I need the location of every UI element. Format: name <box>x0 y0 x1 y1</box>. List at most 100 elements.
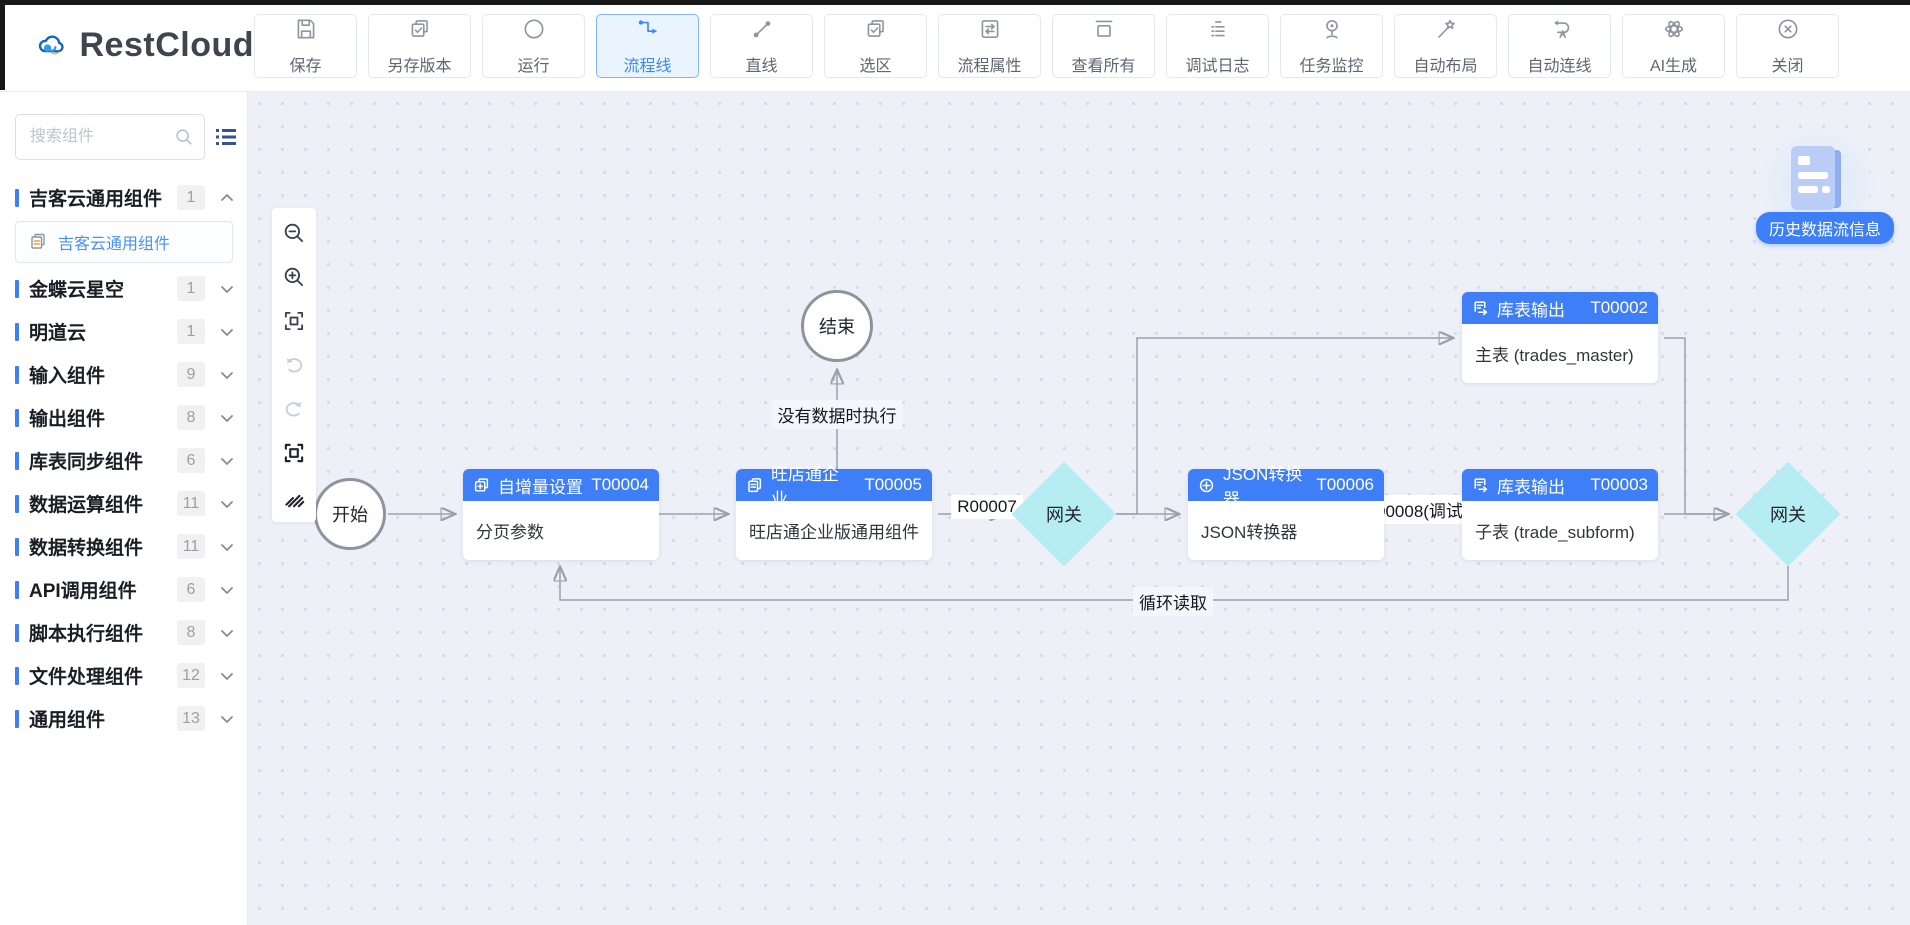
node-id: T00002 <box>1590 298 1648 317</box>
node-t00002-table-output-master[interactable]: 库表输出 T00002 主表 (trades_master) <box>1462 292 1658 383</box>
straight-line-button[interactable]: 直线 <box>710 13 813 78</box>
category-count-badge: 1 <box>177 185 205 210</box>
search-icon <box>176 129 192 145</box>
flow-properties-button[interactable]: 流程属性 <box>938 13 1041 78</box>
search-box <box>15 114 205 160</box>
view-all-button[interactable]: 查看所有 <box>1052 13 1155 78</box>
category-count-badge: 8 <box>177 620 205 645</box>
category-accent-bar <box>15 494 19 513</box>
category-accent-bar <box>15 322 19 341</box>
zoom-out-icon[interactable] <box>277 216 311 250</box>
sidebar-category-kingdee[interactable]: 金蝶云星空 1 <box>0 267 247 310</box>
sidebar-category-input[interactable]: 输入组件 9 <box>0 353 247 396</box>
node-body: 分页参数 <box>476 523 544 542</box>
node-t00003-table-output-sub[interactable]: 库表输出 T00003 子表 (trade_subform) <box>1462 469 1658 560</box>
category-count-badge: 1 <box>177 319 205 344</box>
node-id: T00005 <box>864 475 922 494</box>
category-count-badge: 9 <box>177 362 205 387</box>
chevron-up-icon <box>219 190 235 206</box>
restcloud-logo-icon <box>38 34 64 55</box>
sidebar-search-row <box>0 114 247 160</box>
task-monitor-button[interactable]: 任务监控 <box>1280 13 1383 78</box>
debug-log-button[interactable]: 调试日志 <box>1166 13 1269 78</box>
sidebar: 吉客云通用组件 1 吉客云通用组件 金蝶云星空 1 明道云 1 输入组件 9 <box>0 92 248 925</box>
sidebar-category-output[interactable]: 输出组件 8 <box>0 396 247 439</box>
document-icon <box>748 477 762 492</box>
start-node[interactable]: 开始 <box>314 478 386 550</box>
category-count-badge: 6 <box>177 577 205 602</box>
node-body: 子表 (trade_subform) <box>1475 523 1635 542</box>
run-button[interactable]: 运行 <box>482 13 585 78</box>
flow-line-button[interactable]: 流程线 <box>596 13 699 78</box>
redo-icon[interactable] <box>277 392 311 426</box>
category-count-badge: 6 <box>177 448 205 473</box>
component-item-jikeyun-common[interactable]: 吉客云通用组件 <box>15 221 233 263</box>
category-count-badge: 13 <box>177 706 205 731</box>
gateway-node-1[interactable]: 网关 <box>1011 461 1117 567</box>
task-monitor-icon <box>1319 16 1345 47</box>
sidebar-category-table-sync[interactable]: 库表同步组件 6 <box>0 439 247 482</box>
category-count-badge: 11 <box>177 534 205 559</box>
save-icon <box>293 16 319 47</box>
table-output-icon <box>1474 477 1488 492</box>
component-list-icon[interactable] <box>213 122 239 152</box>
fit-view-icon[interactable] <box>277 304 311 338</box>
sidebar-category-api-call[interactable]: API调用组件 6 <box>0 568 247 611</box>
window-top-edge <box>0 0 1910 5</box>
increment-icon <box>474 477 489 492</box>
sidebar-category-jikeyun-common[interactable]: 吉客云通用组件 1 <box>0 176 247 219</box>
gateway-node-2[interactable]: 网关 <box>1735 461 1841 567</box>
category-accent-bar <box>15 537 19 556</box>
node-title: JSON转换器 <box>1223 465 1303 509</box>
save-button[interactable]: 保存 <box>254 13 357 78</box>
close-button[interactable]: 关闭 <box>1736 13 1839 78</box>
category-accent-bar <box>15 623 19 642</box>
node-t00005-wangdiantong[interactable]: 旺店通企业... T00005 旺店通企业版通用组件 <box>736 465 932 560</box>
ai-generate-icon <box>1661 16 1687 47</box>
auto-layout-button[interactable]: 自动布局 <box>1394 13 1497 78</box>
flow-line-icon <box>635 16 661 47</box>
save-version-button[interactable]: 另存版本 <box>368 13 471 78</box>
select-region-icon[interactable] <box>277 436 311 470</box>
sidebar-category-common[interactable]: 通用组件 13 <box>0 697 247 740</box>
run-icon <box>521 16 547 47</box>
selection-button[interactable]: 选区 <box>824 13 927 78</box>
chevron-down-icon <box>219 410 235 426</box>
sidebar-category-mingdao[interactable]: 明道云 1 <box>0 310 247 353</box>
json-icon <box>1199 478 1214 492</box>
auto-layout-icon <box>1433 16 1459 47</box>
category-accent-bar <box>15 365 19 384</box>
edge-label-loop: 循环读取 <box>1133 587 1213 616</box>
chevron-down-icon <box>219 367 235 383</box>
search-input[interactable] <box>15 114 205 160</box>
sidebar-category-data-compute[interactable]: 数据运算组件 11 <box>0 482 247 525</box>
view-all-icon <box>1091 16 1117 47</box>
category-accent-bar <box>15 279 19 298</box>
undo-icon[interactable] <box>277 348 311 382</box>
canvas-toolbar <box>272 208 316 522</box>
node-t00004-increment-setting[interactable]: 自增量设置 T00004 分页参数 <box>463 469 659 560</box>
chevron-down-icon <box>219 711 235 727</box>
node-title: 库表输出 <box>1497 300 1565 320</box>
top-toolbar: 保存 另存版本 运行 流程线 直线 选区 流程属性 查看所有 <box>254 13 1839 78</box>
auto-connect-button[interactable]: 自动连线 <box>1508 13 1611 78</box>
end-node[interactable]: 结束 <box>801 290 873 362</box>
chevron-down-icon <box>219 281 235 297</box>
node-body: JSON转换器 <box>1201 523 1298 542</box>
chevron-down-icon <box>219 496 235 512</box>
history-dataflow-button[interactable]: 历史数据流信息 <box>1756 212 1895 244</box>
node-body: 旺店通企业版通用组件 <box>749 523 919 542</box>
chevron-down-icon <box>219 453 235 469</box>
node-t00006-json-converter[interactable]: JSON转换器 T00006 JSON转换器 <box>1188 465 1384 560</box>
category-accent-bar <box>15 188 19 207</box>
flow-canvas[interactable]: 没有数据时执行 R00007 00008(调试 循环读取 开始 结束 自增量设置… <box>248 92 1910 925</box>
zoom-in-icon[interactable] <box>277 260 311 294</box>
component-doc-icon <box>31 233 45 249</box>
sidebar-category-data-transform[interactable]: 数据转换组件 11 <box>0 525 247 568</box>
sidebar-category-script-exec[interactable]: 脚本执行组件 8 <box>0 611 247 654</box>
auto-connect-icon <box>1547 16 1573 47</box>
chevron-down-icon <box>219 625 235 641</box>
grid-hatch-icon[interactable] <box>277 480 311 514</box>
ai-generate-button[interactable]: AI生成 <box>1622 13 1725 78</box>
sidebar-category-file-process[interactable]: 文件处理组件 12 <box>0 654 247 697</box>
